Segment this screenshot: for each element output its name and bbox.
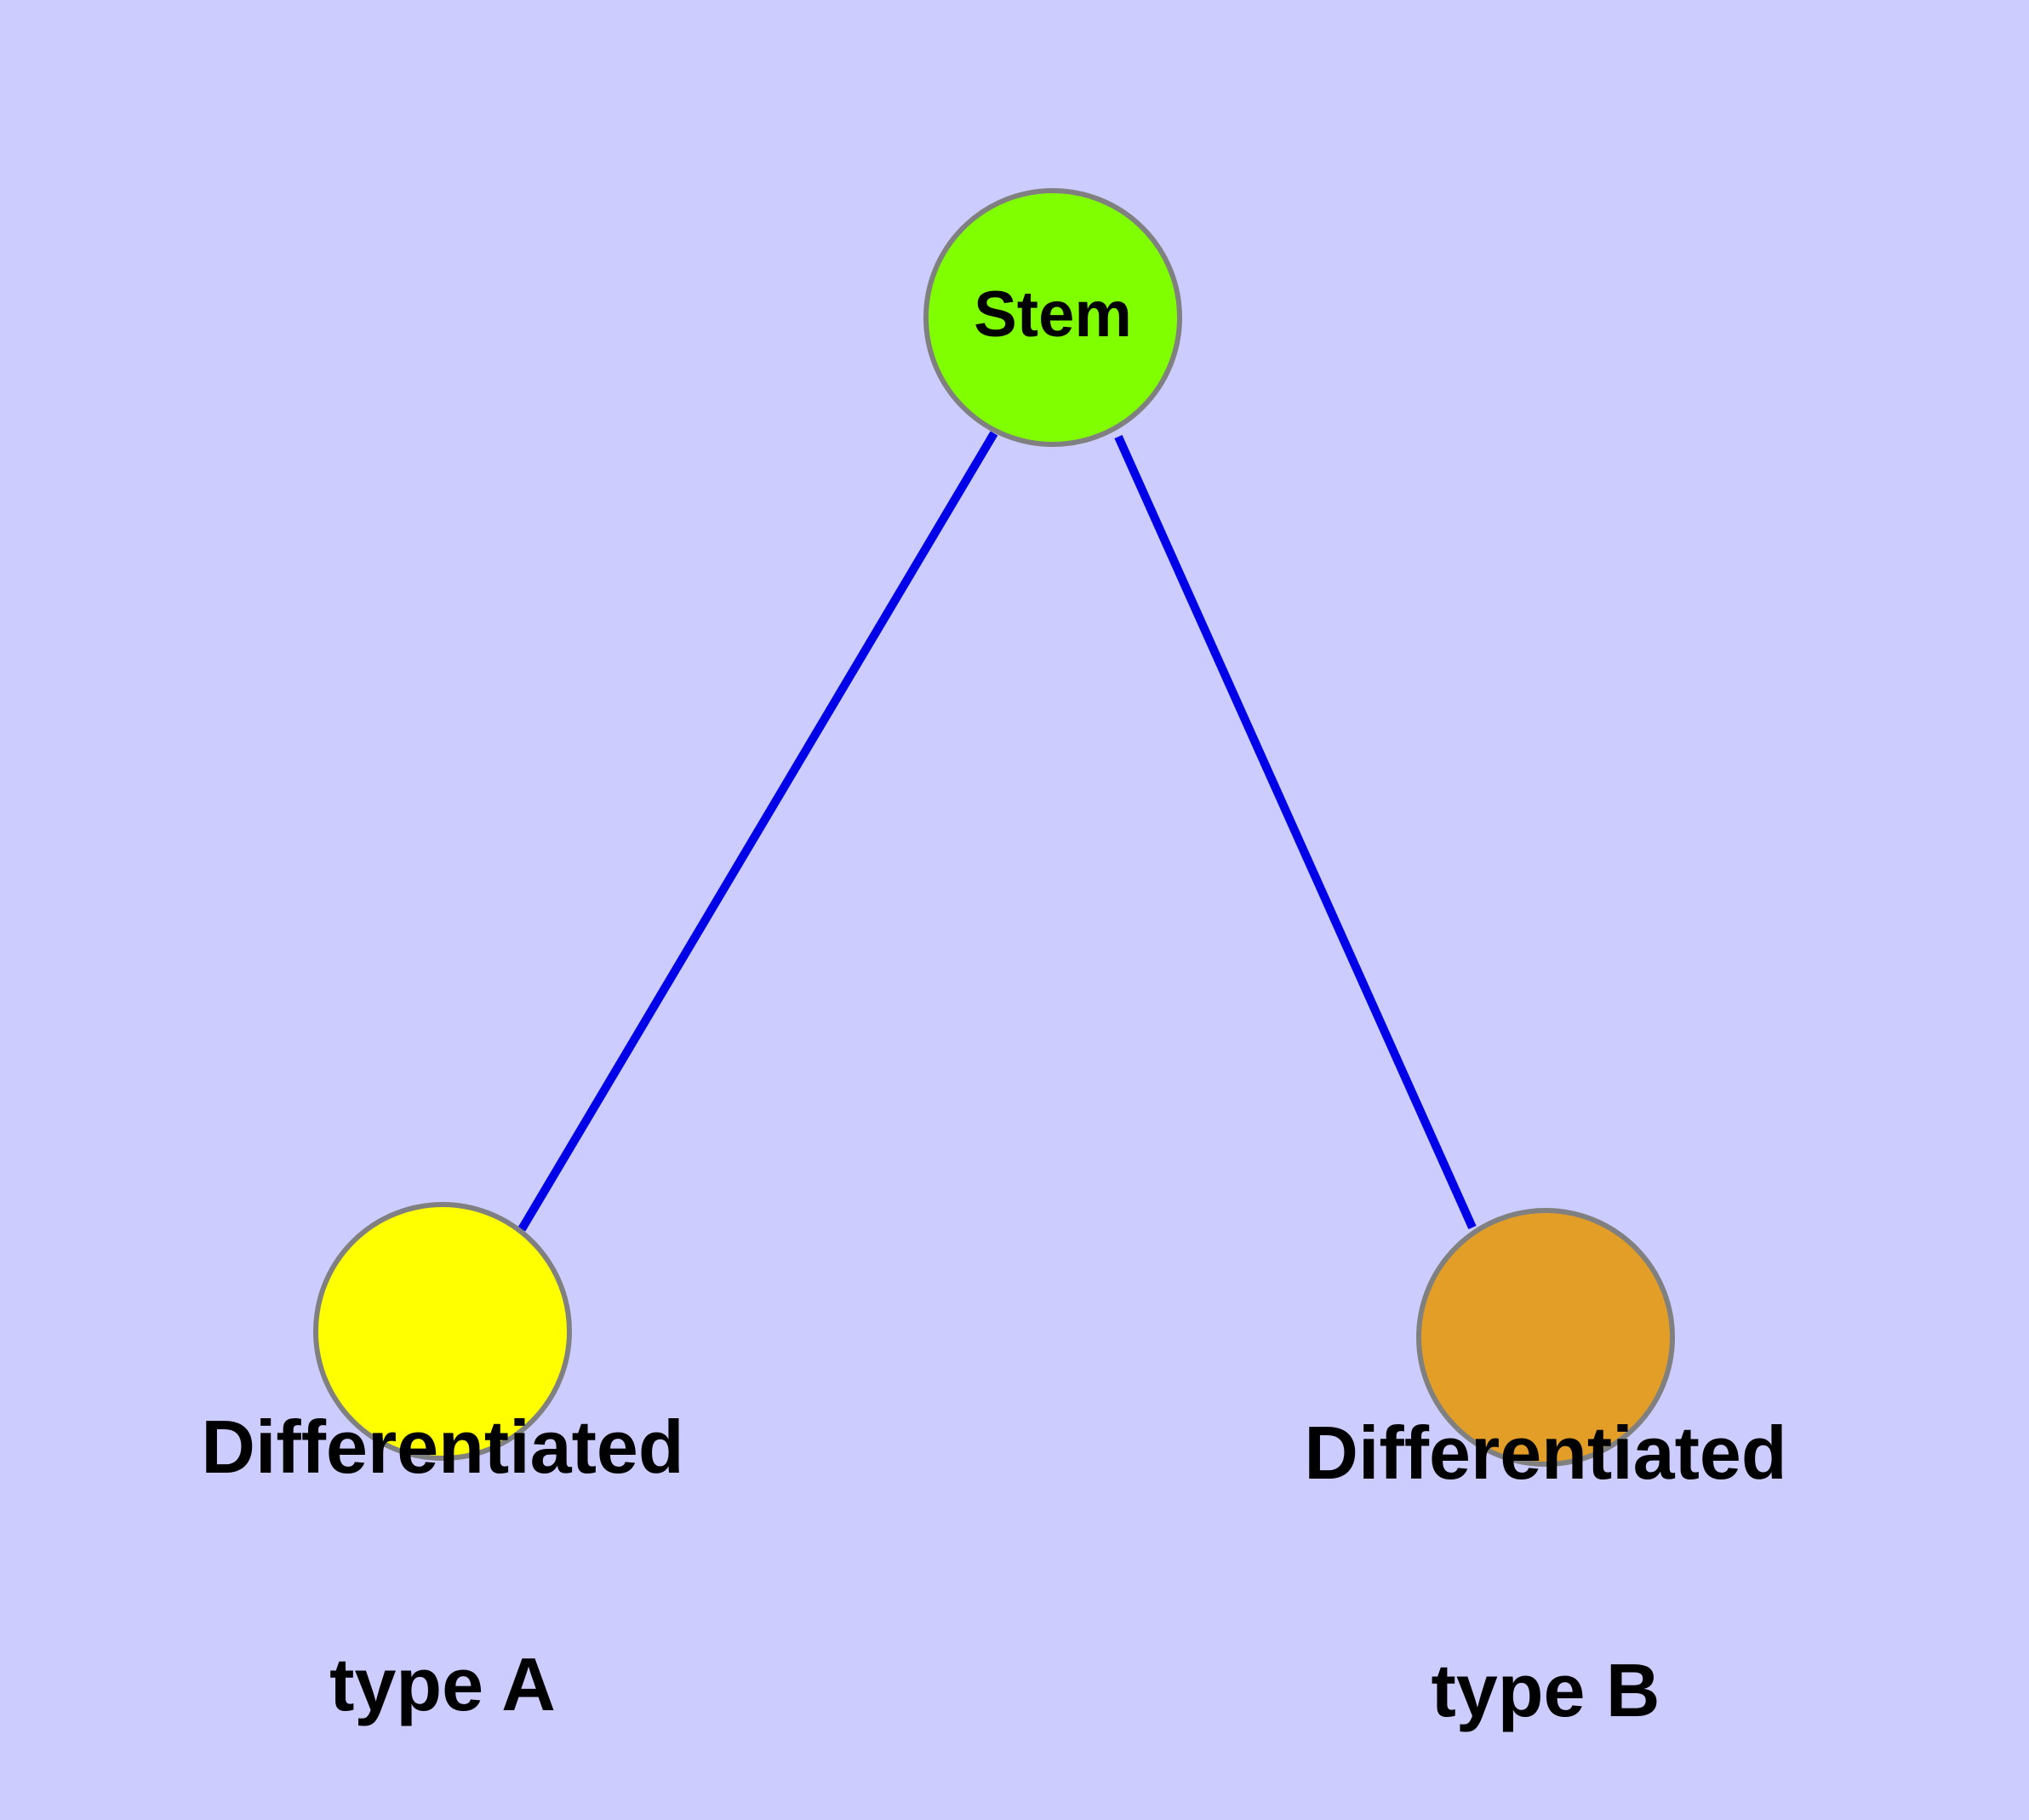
node-stem[interactable] [923, 188, 1182, 447]
edge-stem-to-diff-b[interactable] [1114, 434, 1477, 1230]
edge-layer [517, 431, 1477, 1232]
node-differentiated-type-a[interactable] [313, 1202, 572, 1461]
edge-stem-to-diff-a[interactable] [517, 431, 998, 1232]
node-layer [313, 188, 1675, 1467]
node-differentiated-type-b[interactable] [1416, 1208, 1675, 1467]
